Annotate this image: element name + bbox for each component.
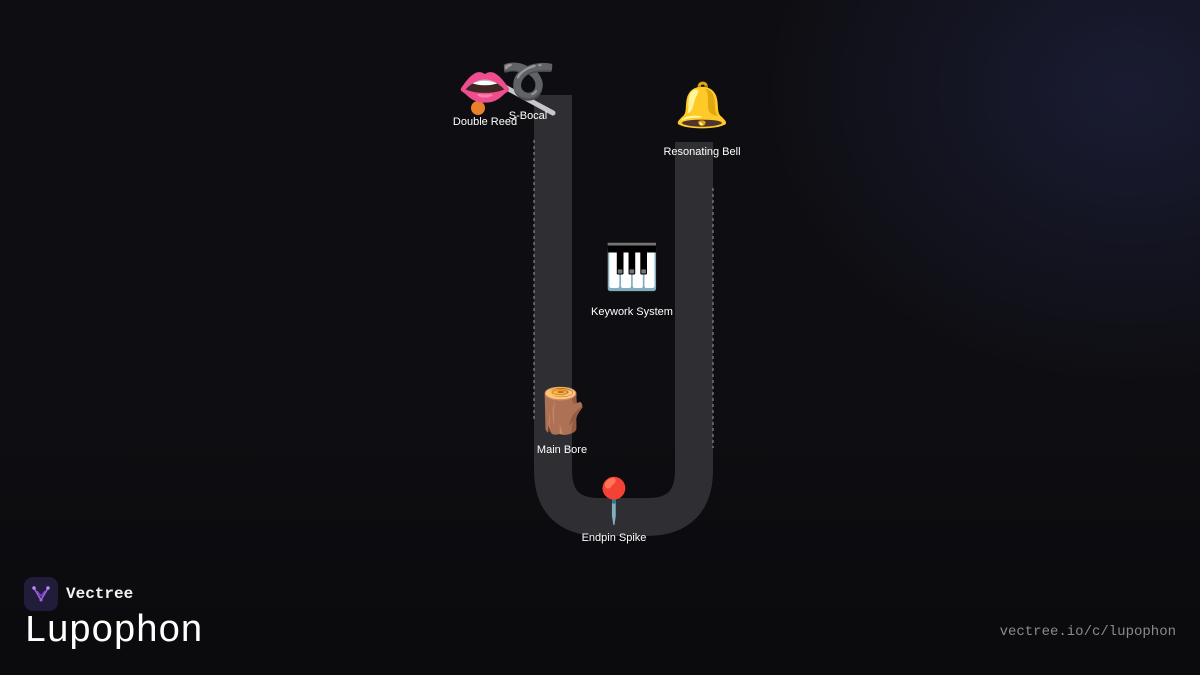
source-url[interactable]: vectree.io/c/lupophon xyxy=(999,624,1176,640)
part-label-s-bocal: S-Bocal xyxy=(508,110,548,122)
curly-loop-icon: ➰ xyxy=(500,56,556,107)
part-main-bore: 🪵 Main Bore xyxy=(534,386,590,457)
piano-keys-icon: 🎹 xyxy=(604,242,660,293)
pin-icon: 📍 xyxy=(586,476,642,527)
part-label-resonating-bell: Resonating Bell xyxy=(663,146,741,158)
vectree-logo-icon xyxy=(24,577,58,611)
part-resonating-bell: 🔔 Resonating Bell xyxy=(663,80,741,159)
part-label-keywork-system: Keywork System xyxy=(591,306,673,318)
part-double-reed: 👄 Double Reed xyxy=(452,62,518,129)
instrument-tube xyxy=(534,95,713,536)
part-endpin-spike: 📍 Endpin Spike xyxy=(581,476,647,545)
bell-icon: 🔔 xyxy=(674,80,730,131)
brand-name: Vectree xyxy=(66,585,134,603)
page-title: Lupophon xyxy=(24,610,203,653)
lips-icon: 👄 xyxy=(457,62,513,113)
part-label-double-reed: Double Reed xyxy=(452,116,518,128)
part-keywork-system: 🎹 Keywork System xyxy=(591,242,673,319)
part-s-bocal: ➰ S-Bocal xyxy=(500,56,556,123)
part-label-main-bore: Main Bore xyxy=(536,444,588,456)
part-label-endpin-spike: Endpin Spike xyxy=(581,532,647,544)
wood-log-icon: 🪵 xyxy=(534,386,590,437)
reed-tip-dot xyxy=(471,101,485,115)
brand: Vectree xyxy=(24,577,133,611)
s-bocal-rod xyxy=(500,83,556,116)
